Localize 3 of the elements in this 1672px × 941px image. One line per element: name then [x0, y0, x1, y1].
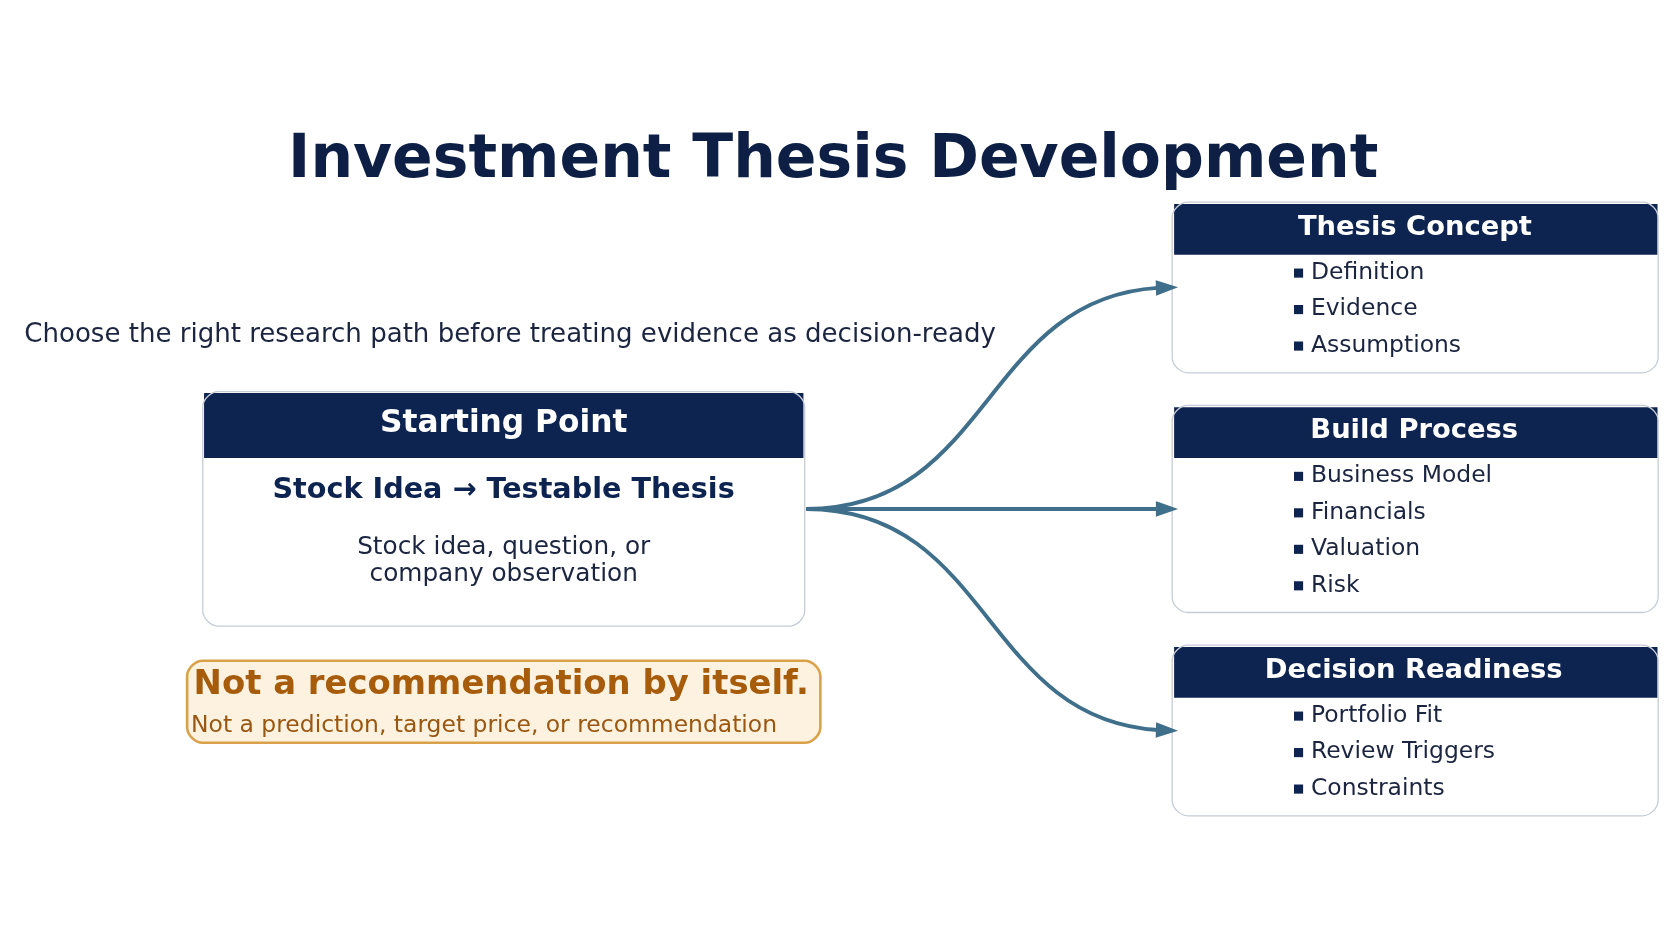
arrow	[805, 507, 1179, 738]
label: Choose the right research path before treating evidence as decision-ready	[24, 318, 996, 349]
diagram-title: Investment Thesis Development	[288, 121, 1379, 192]
